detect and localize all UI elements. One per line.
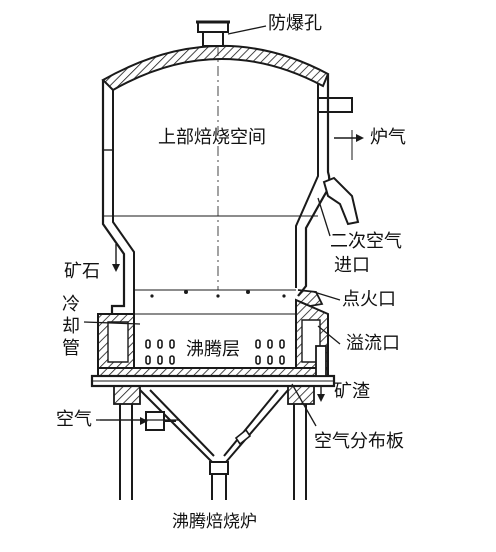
expansion-zone-dots [150, 290, 286, 298]
air-inlet-arrow [140, 417, 148, 425]
slag-arrow [317, 386, 325, 402]
dome-roof [101, 45, 330, 92]
left-shell-wall [101, 80, 135, 314]
label-explosion-vent: 防爆孔 [268, 13, 322, 34]
label-upper-space: 上部焙烧空间 [158, 127, 266, 148]
label-air-distributor: 空气分布板 [314, 431, 404, 452]
diagram-caption: 沸腾焙烧炉 [172, 512, 257, 532]
ore-feed-arrow [112, 244, 120, 272]
air-distributor-plate [90, 367, 336, 388]
label-furnace-gas: 炉气 [370, 127, 406, 148]
label-ore: 矿石 [64, 261, 100, 282]
label-air: 空气 [56, 409, 92, 430]
air-inlet-pipe [145, 411, 176, 431]
support-pads [113, 385, 315, 405]
label-slag: 矿渣 [334, 381, 370, 402]
explosion-vent [196, 20, 230, 47]
gas-outlet-duct [318, 97, 353, 113]
label-cooling-pipe: 冷却管 [62, 294, 80, 359]
label-bed-layer: 沸腾层 [186, 339, 240, 360]
label-overflow-port: 溢流口 [346, 333, 400, 354]
label-secondary-air-inlet: 进口 [334, 255, 370, 276]
label-secondary-air: 二次空气 [330, 231, 402, 252]
cooling-tubes [145, 339, 285, 365]
label-ignition-port: 点火口 [342, 289, 396, 310]
cone-fitting [234, 428, 252, 446]
furnace-gas-arrow [334, 130, 364, 160]
slag-outlet [315, 345, 327, 377]
wind-box-cone [139, 389, 289, 500]
secondary-air-inlet [322, 176, 360, 226]
